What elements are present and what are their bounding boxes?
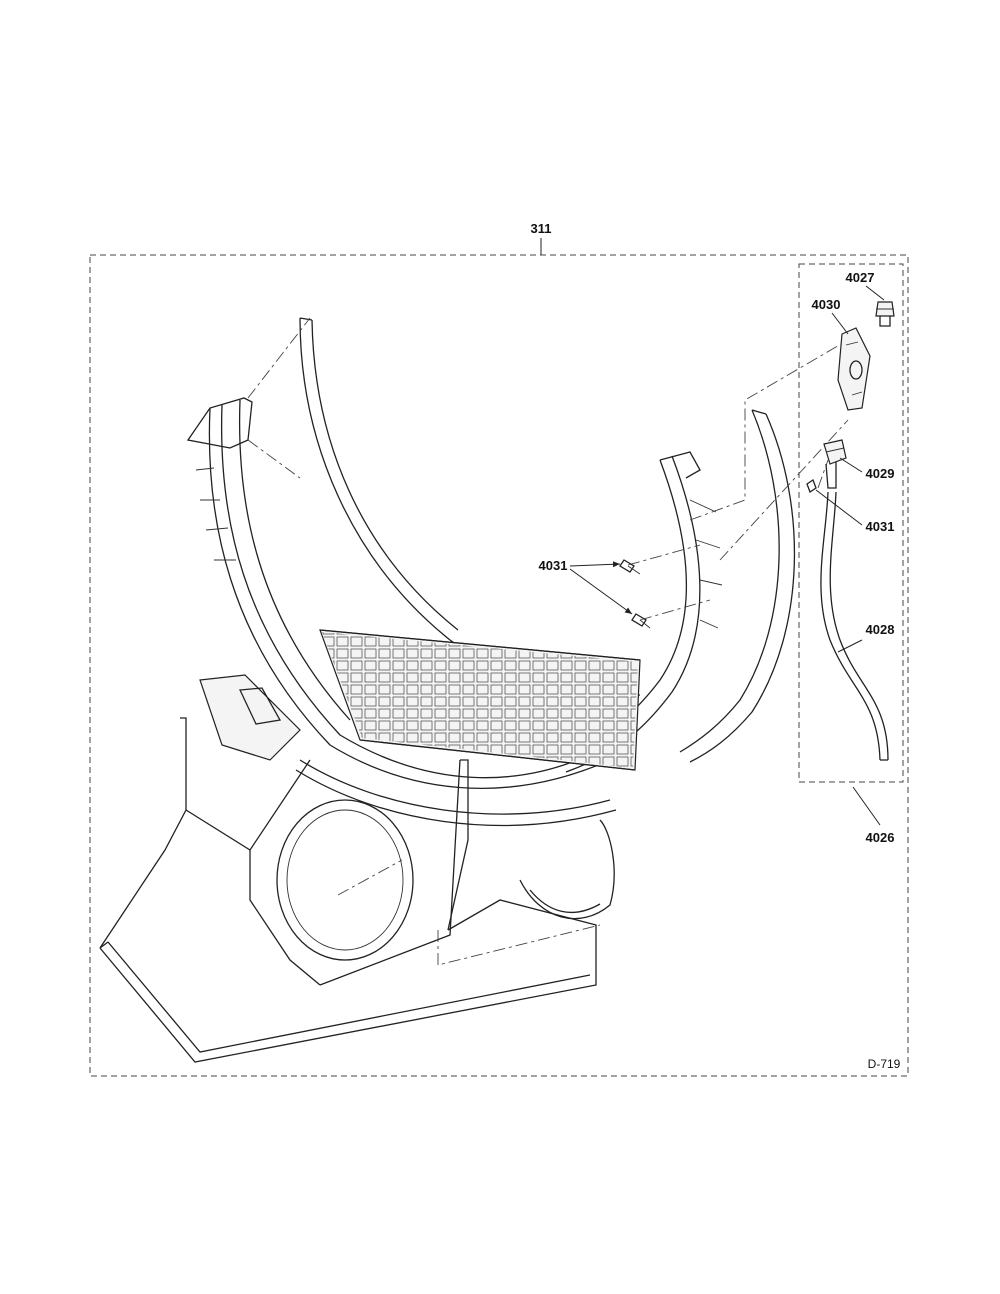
callout-4027-label: 4027 xyxy=(846,270,875,285)
callout-4029-label: 4029 xyxy=(866,466,895,481)
callout-4030: 4030 xyxy=(812,297,849,335)
callout-4031-right: 4031 xyxy=(815,489,895,534)
callout-4028: 4028 xyxy=(837,622,895,653)
screw-4031-lower xyxy=(631,613,651,629)
callout-4031-right-label: 4031 xyxy=(866,519,895,534)
bracket-4030 xyxy=(837,327,871,411)
callout-311: 311 xyxy=(531,221,552,255)
wire-harness-4028 xyxy=(820,491,889,761)
callout-4028-label: 4028 xyxy=(866,622,895,637)
callout-4031-center-label: 4031 xyxy=(539,558,568,573)
callout-4026: 4026 xyxy=(852,786,895,845)
exhaust-duct xyxy=(99,717,615,1063)
callout-4031-center: 4031 xyxy=(539,558,633,615)
subassembly-boundary xyxy=(798,263,904,783)
callout-4027: 4027 xyxy=(846,270,885,301)
connector-4027 xyxy=(875,301,895,327)
callout-4026-label: 4026 xyxy=(866,830,895,845)
screw-4031-upper xyxy=(619,559,641,575)
assembly-lines xyxy=(247,317,849,966)
callout-4029: 4029 xyxy=(839,457,895,481)
front-bulkhead-housing xyxy=(186,317,796,827)
sensor-4029 xyxy=(823,439,847,489)
callout-4030-label: 4030 xyxy=(812,297,841,312)
callout-311-label: 311 xyxy=(531,221,552,236)
screw-4031-right xyxy=(806,479,817,493)
drawing-code: D-719 xyxy=(868,1057,901,1071)
